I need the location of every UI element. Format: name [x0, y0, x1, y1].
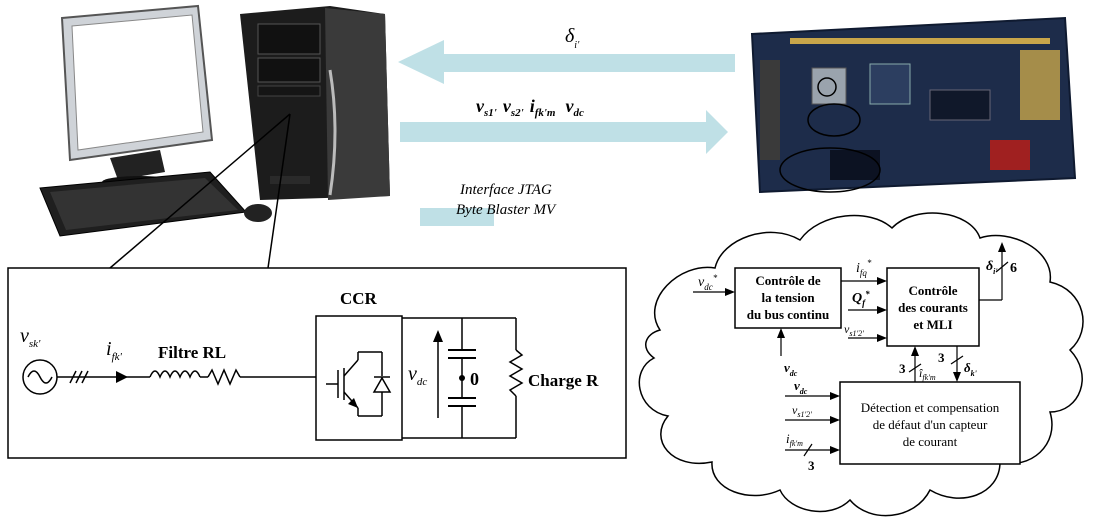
zoom-line-left [109, 113, 291, 269]
capacitor-bank-icon [448, 318, 476, 438]
resistor-icon [207, 368, 241, 386]
ifk-label: ifk' [106, 338, 123, 363]
vdc-ref-label: vdc* [698, 273, 718, 292]
ifkm-input-label: ifk'm [786, 431, 803, 448]
load-label: Charge R [528, 371, 599, 390]
delta-top-label: δi' [565, 25, 580, 51]
fpga-board-illustration [750, 16, 1077, 194]
igbt-icon [326, 351, 392, 417]
filter-label: Filtre RL [158, 343, 226, 362]
box1-line2: la tension [761, 290, 815, 305]
ifq-ref-label: ifq* [856, 258, 872, 278]
box1-line3: du bus continu [747, 307, 829, 322]
circuit-panel: vsk' ifk' Filtre RL CCR [7, 267, 627, 459]
inductor-icon [149, 370, 201, 379]
three-label-left: 3 [899, 361, 906, 376]
box3-line2: de défaut d'un capteur [873, 417, 988, 432]
computer-illustration [39, 4, 390, 237]
qf-ref-label: Qf* [852, 289, 870, 308]
converter-block [315, 315, 403, 441]
three-label-bottom: 3 [808, 458, 815, 473]
box3-line3: de courant [903, 434, 958, 449]
vdc-feedback-label: vdc [784, 360, 798, 378]
zoom-line-right [267, 113, 291, 269]
six-label: 6 [1010, 261, 1017, 276]
ccr-label: CCR [340, 289, 378, 308]
delta-k-label: δk' [964, 360, 978, 378]
vsk-label: vsk' [20, 325, 41, 350]
box3-line1: Détection et compensation [861, 400, 1000, 415]
arrow-board-to-pc [398, 40, 735, 84]
vs12-label: vs1'2' [844, 322, 864, 338]
vdc-label: vdc [408, 363, 427, 388]
vs12-input-label: vs1'2' [792, 403, 812, 419]
box2-line3: et MLI [913, 317, 952, 332]
fault-detection-block [839, 381, 1021, 465]
midpoint-zero-label: 0 [470, 369, 479, 389]
box2-line1: Contrôle [908, 283, 957, 298]
control-cloud: Contrôle de la tension du bus continu Co… [638, 212, 1084, 517]
delta-i-output-label: δi' [986, 259, 998, 276]
interface-label-line1: Interface JTAG [459, 182, 552, 198]
interface-legend-swatch [420, 208, 494, 226]
current-control-block [886, 267, 980, 347]
interface-label-line2: Byte Blaster MV [456, 202, 557, 218]
vdc-input-label: vdc [794, 378, 808, 396]
box1-line1: Contrôle de [755, 273, 821, 288]
dc-bus-control-block [734, 267, 842, 329]
load-resistor-icon [508, 349, 524, 397]
box2-line2: des courants [898, 300, 968, 315]
ihat-label: îfk'm [919, 366, 936, 382]
arrow-pc-to-board [400, 110, 728, 154]
three-label-right: 3 [938, 350, 945, 365]
